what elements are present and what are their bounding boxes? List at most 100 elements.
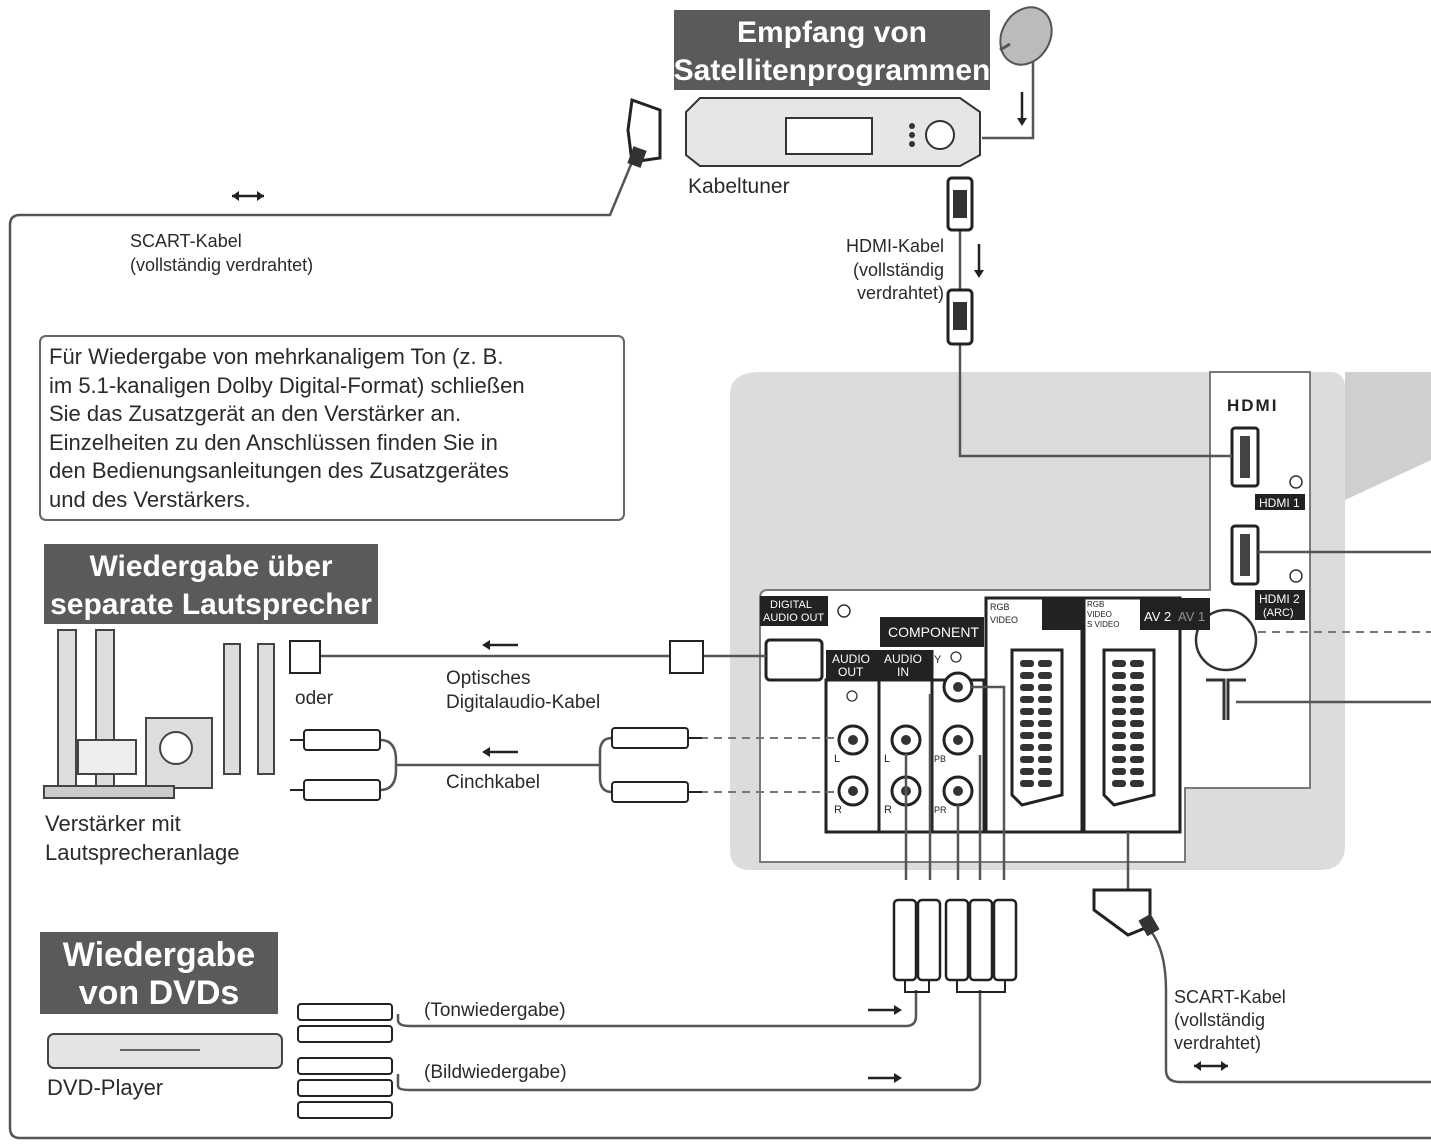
scart-pin <box>1020 780 1034 787</box>
scart-pin <box>1038 744 1052 751</box>
svg-text:AUDIO OUT: AUDIO OUT <box>763 612 824 624</box>
optical-plug-right <box>669 640 704 674</box>
svg-text:Wiedergabe: Wiedergabe <box>63 936 255 974</box>
component-pr-jack[interactable] <box>942 775 974 807</box>
antenna-terminal[interactable] <box>1194 608 1258 720</box>
satellite-dish-icon <box>999 6 1053 66</box>
scart-pin <box>1020 768 1034 775</box>
cable-tuner-device <box>685 97 981 167</box>
hdmi-logo: HDMI <box>1227 396 1278 415</box>
cinch-cable <box>379 736 613 794</box>
scart-pin <box>1112 672 1126 679</box>
hdmi-section: HDMI HDMI 1 HDMI 2 (ARC) <box>1227 396 1305 620</box>
signal-direction-arrows <box>232 92 1228 1083</box>
svg-text:R: R <box>884 804 892 816</box>
scart-pin <box>1130 756 1144 763</box>
svg-text:Optisches: Optisches <box>446 668 530 689</box>
scart-pin <box>1112 684 1126 691</box>
svg-text:und des Verstärkers.: und des Verstärkers. <box>49 487 251 512</box>
scart-pin <box>1130 768 1144 775</box>
input-icon-component <box>950 651 962 663</box>
component-label: COMPONENT <box>888 624 979 640</box>
scart-pin <box>1020 732 1034 739</box>
av1-scart-socket[interactable] <box>1102 648 1156 807</box>
audio-out-r-jack[interactable] <box>837 775 869 807</box>
scart-pin <box>1112 696 1126 703</box>
svg-text:oder: oder <box>295 688 334 709</box>
component-y-jack[interactable] <box>942 671 974 703</box>
svg-text:Satellitenprogrammen: Satellitenprogrammen <box>674 54 991 87</box>
svg-text:VIDEO: VIDEO <box>1087 610 1112 619</box>
satellite-cable <box>982 60 1035 140</box>
scart-pin <box>1020 744 1034 751</box>
av1-scart: RGB VIDEO S VIDEO AV 2 AV 1 <box>1082 596 1210 834</box>
amplifier-label-line1: Verstärker mit <box>45 811 181 836</box>
hdmi2-input-icon <box>1289 569 1303 583</box>
hdmi2-port[interactable] <box>1230 524 1260 586</box>
scart-pin <box>1038 672 1052 679</box>
svg-text:PB: PB <box>934 754 946 764</box>
svg-text:separate Lautsprecher: separate Lautsprecher <box>50 588 372 621</box>
scart-pin <box>1130 732 1144 739</box>
hdmi-plug-bottom <box>946 288 974 346</box>
scart-pin <box>1130 684 1144 691</box>
hdmi1-label: HDMI 1 <box>1259 496 1300 510</box>
scart-pin <box>1020 696 1034 703</box>
scart-plug-bottom <box>1092 888 1160 937</box>
hdmi2-label: HDMI 2 <box>1259 592 1300 606</box>
svg-text:HDMI-Kabel: HDMI-Kabel <box>846 236 944 256</box>
svg-text:verdrahtet): verdrahtet) <box>1174 1033 1261 1053</box>
av1-label: AV 1 <box>1178 609 1205 624</box>
rca-plugs-vertical <box>892 898 1018 993</box>
svg-text:verdrahtet): verdrahtet) <box>857 283 944 303</box>
svg-text:S VIDEO: S VIDEO <box>1087 620 1119 629</box>
scart-plug-top <box>626 97 662 168</box>
scart-pin <box>1130 696 1144 703</box>
amplifier-label-line2: Lautsprecheranlage <box>45 840 239 865</box>
scart-pin <box>1038 660 1052 667</box>
scart-pin <box>1130 780 1144 787</box>
cable-tuner-label: Kabeltuner <box>688 175 790 198</box>
scart-pin <box>1038 732 1052 739</box>
scart-pin <box>1020 720 1034 727</box>
svg-text:Empfang von: Empfang von <box>737 16 927 49</box>
svg-text:im 5.1-kanaligen Dolby Digital: im 5.1-kanaligen Dolby Digital-Format) s… <box>49 373 525 398</box>
svg-text:Sie das Zusatzgerät an den Ver: Sie das Zusatzgerät an den Verstärker an… <box>49 401 461 426</box>
scart-pin <box>1038 684 1052 691</box>
scart-pin <box>1112 708 1126 715</box>
optical-port[interactable] <box>764 638 824 682</box>
optical-plug-left <box>289 640 321 674</box>
scart-pin <box>1038 720 1052 727</box>
svg-text:L: L <box>834 753 840 765</box>
scart-cable-loop <box>8 161 1431 1140</box>
svg-text:IN: IN <box>897 665 909 679</box>
component-pb-jack[interactable] <box>942 724 974 756</box>
svg-text:DIGITAL: DIGITAL <box>770 599 812 611</box>
scart-pin <box>1020 708 1034 715</box>
svg-text:Y: Y <box>934 654 942 666</box>
hdmi1-port[interactable] <box>1230 426 1260 488</box>
svg-text:Einzelheiten zu den Anschlüsse: Einzelheiten zu den Anschlüssen finden S… <box>49 430 498 455</box>
svg-text:(vollständig: (vollständig <box>1174 1010 1265 1030</box>
audio-out-l-jack[interactable] <box>837 724 869 756</box>
header-speakers: Wiedergabe über separate Lautsprecher <box>44 544 378 624</box>
hdmi-cable <box>958 344 1232 458</box>
svg-text:den Bedienungsanleitungen des: den Bedienungsanleitungen des Zusatzgerä… <box>49 458 509 483</box>
scart-pin <box>1112 756 1126 763</box>
scart-pin <box>1038 696 1052 703</box>
svg-text:L: L <box>884 753 890 765</box>
audio-in-l-jack[interactable] <box>890 724 922 756</box>
av2-scart-socket[interactable] <box>1010 648 1064 807</box>
scart-pin <box>1130 708 1144 715</box>
svg-text:PR: PR <box>934 805 947 815</box>
scart-pin <box>1038 768 1052 775</box>
svg-text:Digitalaudio-Kabel: Digitalaudio-Kabel <box>446 692 600 713</box>
scart-pin <box>1112 744 1126 751</box>
svg-text:RGB: RGB <box>990 602 1010 612</box>
hdmi1-input-icon <box>1289 475 1303 489</box>
scart-pin <box>1112 660 1126 667</box>
dvd-player-device <box>47 1033 283 1069</box>
scart-pin <box>1112 780 1126 787</box>
svg-text:(vollständig: (vollständig <box>853 260 944 280</box>
